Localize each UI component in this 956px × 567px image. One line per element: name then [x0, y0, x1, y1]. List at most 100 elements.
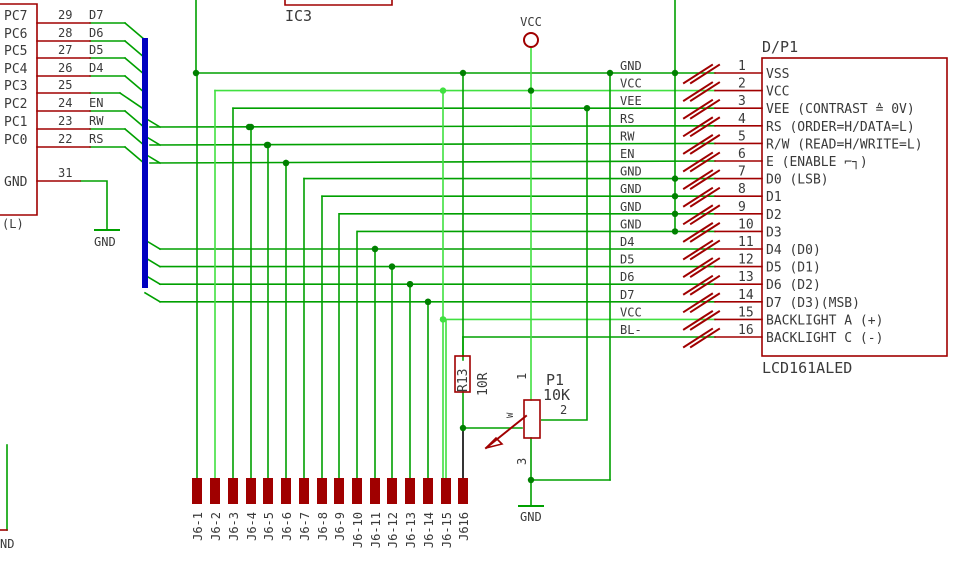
lcd-pin-number: 12 [738, 253, 754, 268]
mcu-suffix: (L) [2, 217, 24, 231]
mcu-pin-net: RS [89, 132, 103, 146]
wire [541, 108, 588, 421]
lcd-net-label: GND [620, 165, 642, 179]
junction-dot [439, 316, 447, 323]
pin-slash [689, 169, 721, 190]
lcd-net-label: VCC [620, 77, 642, 91]
bus-entry [123, 127, 147, 148]
bus-entry [123, 56, 147, 77]
lcd-pin-number: 15 [738, 305, 754, 320]
pin-slash [682, 257, 714, 278]
junction-dot [671, 175, 679, 182]
lcd-pin-name: VEE (CONTRAST ≙ 0V) [766, 102, 915, 117]
mcu-gnd-pin-name: GND [4, 175, 28, 190]
pin-slash [682, 222, 714, 243]
wire [80, 180, 108, 230]
pin-slash [689, 292, 721, 314]
lcd-net-label: D6 [620, 270, 634, 284]
lcd-pin-number: 16 [738, 323, 754, 338]
wire [149, 160, 716, 164]
wire [143, 291, 162, 303]
header-pad [299, 478, 309, 504]
junction-dot [282, 159, 290, 167]
lcd-pin-name: D4 (D0) [766, 243, 821, 258]
pin-slash [689, 98, 721, 120]
mcu-lower-label: ND [0, 537, 14, 551]
mcu-pin-number: 27 [58, 43, 72, 57]
lcd-pin-number: 13 [738, 270, 754, 285]
bus-entry [123, 109, 147, 130]
lcd-pin-name: R/W (READ=H/WRITE=L) [766, 137, 923, 152]
pin-slash [689, 116, 721, 138]
lcd-net-label: VEE [620, 94, 642, 108]
mcu-pin-net: D6 [89, 26, 103, 40]
header-pad [352, 478, 362, 504]
header-pin-label: J6-11 [369, 512, 383, 548]
pin-slash [682, 186, 714, 208]
pin-slash [682, 327, 714, 349]
pin-slash [682, 292, 714, 314]
mcu-pin-net: D5 [89, 43, 103, 57]
header-pin-label: J6-7 [298, 512, 312, 541]
mcu-pin-name: PC6 [4, 27, 27, 42]
mcu-gnd-pin-number: 31 [58, 166, 72, 180]
header-pin-label: J6-2 [209, 512, 223, 541]
pot-pin2: 2 [560, 403, 567, 417]
header-pin-label: J6-6 [280, 512, 294, 541]
lcd-pin-name: D1 [766, 190, 782, 205]
header-pin-label: J6-3 [227, 512, 241, 541]
pot-body [523, 399, 541, 439]
header-pad [228, 478, 238, 504]
bus-entry [123, 21, 147, 42]
lcd-pin-number: 1 [738, 59, 746, 74]
header-pin-label: J6-14 [422, 512, 436, 548]
junction-dot [424, 298, 432, 305]
lcd-pin-name: E (ENABLE ⌐┐) [766, 155, 868, 170]
mcu-pin-number: 25 [58, 78, 72, 92]
pin-slash [689, 134, 721, 155]
header-pad [458, 478, 468, 504]
lcd-pin-number: 4 [738, 112, 746, 127]
header-pin-label: J6-5 [262, 512, 276, 541]
lcd-part: LCD161ALED [762, 359, 852, 377]
lcd-net-label: EN [620, 147, 634, 161]
lcd-pin-number: 7 [738, 165, 746, 180]
header-pad [281, 478, 291, 504]
mcu-pin-name: PC7 [4, 9, 27, 24]
mcu-pin-name: PC1 [4, 115, 27, 130]
junction-dot [406, 281, 414, 288]
header-pad [441, 478, 451, 504]
header-pin-label: J6-4 [245, 512, 259, 541]
pin-slash [689, 239, 721, 261]
pot-arrow-head [485, 436, 504, 449]
lcd-pin-name: D2 [766, 208, 782, 223]
resistor-value: 10R [476, 372, 491, 396]
lcd-pin-name: RS (ORDER=H/DATA=L) [766, 120, 915, 135]
header-pad [334, 478, 344, 504]
lcd-net-label: GND [620, 200, 642, 214]
mcu-pin-number: 24 [58, 96, 72, 110]
pin-slash [689, 257, 721, 278]
pot-value: 10K [543, 386, 570, 404]
mcu-pin-net: D4 [89, 61, 103, 75]
header-pin-label: J6-1 [191, 512, 205, 541]
pin-slash [682, 274, 714, 296]
mcu-pin-number: 23 [58, 114, 72, 128]
junction-dot [671, 228, 679, 235]
lcd-net-label: D4 [620, 235, 634, 249]
bus-entry [123, 39, 147, 60]
lcd-body [761, 57, 948, 357]
lcd-pin-name: BACKLIGHT A (+) [766, 313, 883, 328]
pin-slash [682, 169, 714, 190]
pin-slash [689, 310, 721, 331]
lcd-pin-name: D3 [766, 225, 782, 240]
lcd-pin-name: D0 (LSB) [766, 173, 829, 188]
lcd-net-label: RW [620, 129, 635, 143]
junction-dot [671, 69, 679, 77]
lcd-pin-number: 14 [738, 288, 754, 303]
pin-slash [689, 81, 721, 102]
lcd-net-label: D7 [620, 288, 634, 302]
pin-slash [682, 134, 714, 155]
